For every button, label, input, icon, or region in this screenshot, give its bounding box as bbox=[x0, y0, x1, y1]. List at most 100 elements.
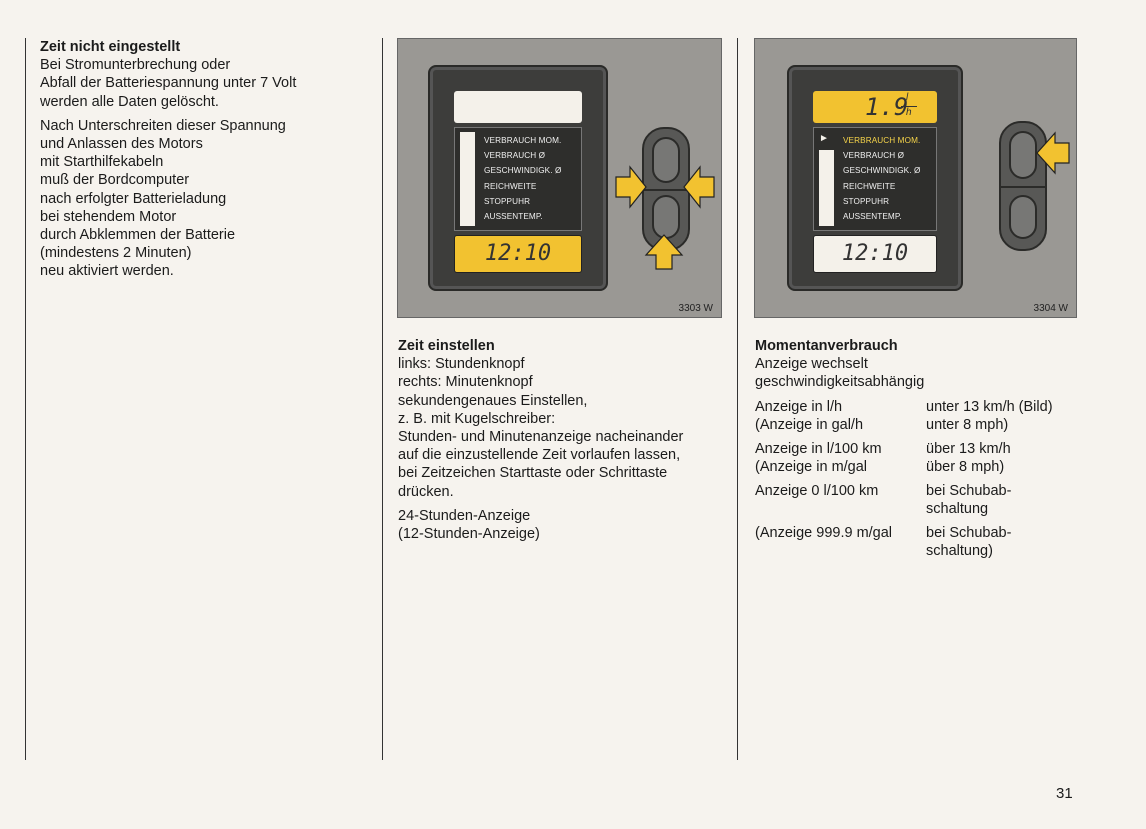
arrow-icons bbox=[615, 165, 715, 270]
list-indicator-strip bbox=[460, 132, 475, 226]
selection-marker-icon: ► bbox=[819, 133, 829, 144]
menu-item: VERBRAUCH Ø bbox=[843, 151, 905, 161]
time-display: 12:10 bbox=[454, 235, 582, 273]
text-line: auf die einzustellende Zeit vorlaufen la… bbox=[398, 447, 681, 464]
menu-item: REICHWEITE bbox=[843, 181, 896, 191]
display-window-top bbox=[454, 91, 582, 123]
text-line: links: Stundenknopf bbox=[398, 356, 525, 373]
text-line: werden alle Daten gelöscht. bbox=[40, 93, 219, 110]
function-menu: VERBRAUCH MOM. VERBRAUCH Ø GESCHWINDIGK.… bbox=[484, 133, 561, 224]
row-right: unter 13 km/h (Bild) unter 8 mph) bbox=[926, 398, 1053, 434]
text-line: bei stehendem Motor bbox=[40, 208, 177, 225]
list-indicator-strip-lower bbox=[819, 150, 834, 226]
bordcomputer-display: VERBRAUCH MOM. VERBRAUCH Ø GESCHWINDIGK.… bbox=[428, 65, 608, 291]
display-rule-row: Anzeige in l/100 km (Anzeige in m/gal üb… bbox=[755, 440, 1135, 476]
menu-item: GESCHWINDIGK. Ø bbox=[484, 166, 562, 176]
bordcomputer-display: 1.9 l h ► VERBRAUCH MOM. VERBRAUCH Ø GES… bbox=[787, 65, 963, 291]
page-number: 31 bbox=[1056, 785, 1073, 802]
menu-item: AUSSENTEMP. bbox=[484, 212, 543, 222]
text-line: neu aktiviert werden. bbox=[40, 263, 174, 280]
figure-number: 3304 W bbox=[1033, 303, 1068, 314]
arrow-left-icon bbox=[1036, 131, 1070, 175]
menu-item: STOPPUHR bbox=[484, 196, 531, 206]
start-button bbox=[1009, 131, 1037, 179]
text-line: geschwindigkeitsabhängig bbox=[755, 374, 925, 391]
row-right: bei Schubab- schaltung) bbox=[926, 524, 1011, 560]
row-left: (Anzeige 999.9 m/gal bbox=[755, 524, 892, 542]
function-list: ► VERBRAUCH MOM. VERBRAUCH Ø GESCHWINDIG… bbox=[813, 127, 937, 231]
row-left: Anzeige 0 l/100 km bbox=[755, 482, 878, 500]
text-line: und Anlassen des Motors bbox=[40, 136, 203, 153]
middle-heading: Zeit einstellen bbox=[398, 338, 495, 354]
display-rule-row: (Anzeige 999.9 m/gal bei Schubab- schalt… bbox=[755, 524, 1135, 560]
text-line: bei Zeitzeichen Starttaste oder Schritta… bbox=[398, 465, 668, 482]
menu-item: VERBRAUCH Ø bbox=[484, 151, 546, 161]
text-line: z. B. mit Kugelschreiber: bbox=[398, 410, 556, 427]
figure-number: 3303 W bbox=[678, 303, 713, 314]
button-housing bbox=[999, 121, 1047, 251]
text-line: über 8 mph) bbox=[926, 458, 1005, 475]
consumption-value: 1.9 bbox=[865, 93, 909, 121]
rule-right bbox=[737, 38, 738, 760]
text-line: Nach Unterschreiten dieser Spannung bbox=[40, 117, 286, 134]
button-divider bbox=[1001, 186, 1045, 188]
text-line: Anzeige in l/100 km bbox=[755, 440, 882, 457]
step-button bbox=[1009, 195, 1037, 239]
arrow-right-icon bbox=[615, 165, 647, 209]
text-line: Stunden- und Minutenanzeige nacheinander bbox=[398, 429, 684, 446]
text-line: (Anzeige in m/gal bbox=[755, 458, 868, 475]
left-heading: Zeit nicht eingestellt bbox=[40, 39, 181, 55]
function-menu: VERBRAUCH MOM. VERBRAUCH Ø GESCHWINDIGK.… bbox=[843, 133, 920, 224]
menu-item: VERBRAUCH MOM. bbox=[484, 136, 562, 145]
list-indicator-strip: ► bbox=[819, 132, 834, 226]
text-line: nach erfolgter Batterieladung bbox=[40, 190, 227, 207]
right-heading: Momentanverbrauch bbox=[755, 338, 898, 354]
arrow-up-icon bbox=[644, 234, 684, 270]
unit-denominator: h bbox=[906, 107, 912, 118]
text-line: bei Schubab- bbox=[926, 482, 1012, 499]
consumption-display: 1.9 l h bbox=[813, 91, 937, 123]
start-button bbox=[652, 137, 680, 183]
arrow-left-icon bbox=[683, 165, 715, 209]
right-column: Momentanverbrauch Anzeige wechselt gesch… bbox=[755, 337, 1135, 560]
left-column: Zeit nicht eingestellt Bei Stromunterbre… bbox=[40, 38, 360, 287]
text-line: schaltung) bbox=[926, 542, 993, 559]
text-line: über 13 km/h bbox=[926, 440, 1011, 457]
text-line: muß der Bordcomputer bbox=[40, 172, 190, 189]
middle-column: Zeit einstellen links: Stundenknopf rech… bbox=[398, 337, 728, 549]
text-line: (Anzeige in gal/h bbox=[755, 416, 864, 433]
time-display: 12:10 bbox=[813, 235, 937, 273]
text-line: bei Schubab- bbox=[926, 524, 1012, 541]
text-line: Bei Stromunterbrechung oder bbox=[40, 57, 231, 74]
function-list: VERBRAUCH MOM. VERBRAUCH Ø GESCHWINDIGK.… bbox=[454, 127, 582, 231]
rule-middle bbox=[382, 38, 383, 760]
text-line: (12-Stunden-Anzeige) bbox=[398, 526, 540, 543]
display-rule-row: Anzeige in l/h (Anzeige in gal/h unter 1… bbox=[755, 398, 1135, 434]
text-line: Anzeige wechselt bbox=[755, 356, 868, 373]
menu-item: REICHWEITE bbox=[484, 181, 537, 191]
text-line: drücken. bbox=[398, 483, 454, 500]
text-line: schaltung bbox=[926, 500, 989, 517]
text-line: mit Starthilfekabeln bbox=[40, 154, 164, 171]
row-right: bei Schubab- schaltung bbox=[926, 482, 1011, 518]
figure-time-setting: VERBRAUCH MOM. VERBRAUCH Ø GESCHWINDIGK.… bbox=[397, 38, 722, 318]
row-right: über 13 km/h über 8 mph) bbox=[926, 440, 1011, 476]
menu-item: STOPPUHR bbox=[843, 196, 890, 206]
text-line: 24-Stunden-Anzeige bbox=[398, 507, 531, 524]
rule-left bbox=[25, 38, 26, 760]
step-button bbox=[652, 195, 680, 239]
row-left: Anzeige in l/h (Anzeige in gal/h bbox=[755, 398, 863, 434]
text-line: Abfall der Batteriespannung unter 7 Volt bbox=[40, 75, 297, 92]
display-rule-row: Anzeige 0 l/100 km bei Schubab- schaltun… bbox=[755, 482, 1135, 518]
text-line: unter 8 mph) bbox=[926, 416, 1009, 433]
text-line: unter 13 km/h (Bild) bbox=[926, 398, 1053, 415]
unit-fraction-line bbox=[901, 106, 917, 107]
unit-numerator: l bbox=[906, 92, 909, 103]
text-line: (mindestens 2 Minuten) bbox=[40, 245, 192, 262]
text-line: sekundengenaues Einstellen, bbox=[398, 392, 588, 409]
row-left: Anzeige in l/100 km (Anzeige in m/gal bbox=[755, 440, 882, 476]
menu-item: GESCHWINDIGK. Ø bbox=[843, 166, 921, 176]
button-divider bbox=[644, 189, 688, 191]
text-line: durch Abklemmen der Batterie bbox=[40, 227, 236, 244]
text-line: (Anzeige 999.9 m/gal bbox=[755, 524, 893, 541]
